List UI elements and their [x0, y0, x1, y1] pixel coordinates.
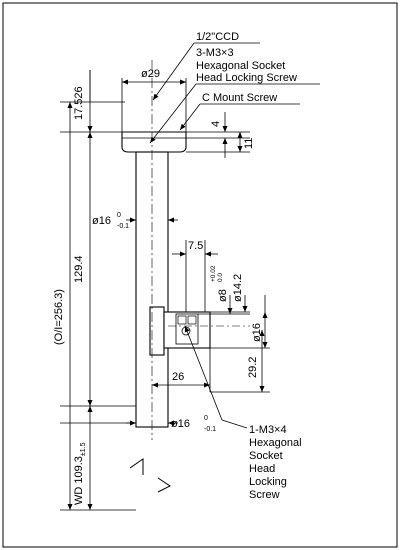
- dim-75: 7.5: [188, 240, 203, 252]
- dim-d29: ø29: [141, 68, 160, 80]
- label-top-screw-2: Hexagonal Socket: [196, 60, 285, 72]
- dim-d8-tol-up: +0.02: [210, 265, 217, 282]
- dim-4: 4: [210, 121, 222, 127]
- ccd-leader: [152, 42, 195, 101]
- dim-d8: ø8: [217, 289, 229, 302]
- dim-d142: ø14.2: [232, 274, 244, 302]
- dim-d16-top: ø16: [92, 215, 111, 227]
- label-ccd: 1/2"CCD: [196, 31, 239, 43]
- label-bottom-screw-4: Head: [249, 463, 275, 475]
- label-bottom-screw-3: Socket: [249, 450, 283, 462]
- top-screw-leader: [149, 83, 197, 144]
- label-bottom-screw-1: 1-M3×4: [249, 424, 287, 436]
- label-bottom-screw-5: Locking: [249, 476, 287, 488]
- dim-292: 29.2: [247, 357, 259, 378]
- dim-d8-tol-low: 0.0: [217, 273, 224, 282]
- dim-d16-bot: ø16: [171, 418, 190, 430]
- dim-11: 11: [243, 138, 255, 149]
- dim-d16-top-tol-low: -0.1: [117, 223, 129, 230]
- label-bottom-screw-2: Hexagonal: [249, 437, 302, 449]
- dim-wd: WD 109.3±1.5: [73, 442, 87, 505]
- label-bottom-screw-6: Screw: [249, 489, 280, 501]
- label-cmount: C Mount Screw: [202, 92, 277, 104]
- camera-mount-flange: [121, 131, 187, 153]
- dim-17526: 17.526: [73, 86, 85, 120]
- break-symbol: [129, 458, 171, 493]
- label-top-screw-1: 3-M3×3: [196, 47, 234, 59]
- dim-26: 26: [172, 371, 184, 383]
- dim-d16-side: ø16: [251, 323, 263, 342]
- bottom-screw-leader: [184, 325, 223, 421]
- dim-oi: (O/I=256.3): [53, 289, 65, 345]
- dim-d16-bot-tol-low: -0.1: [204, 426, 216, 433]
- label-top-screw-3: Head Locking Screw: [196, 72, 297, 84]
- lens-body: [121, 131, 211, 428]
- dim-1294: 129.4: [73, 255, 85, 283]
- cmount-leader: [179, 103, 201, 131]
- dim-d16-bot-tol-up: 0: [204, 415, 208, 422]
- dim-d16-top-tol-up: 0: [117, 212, 121, 219]
